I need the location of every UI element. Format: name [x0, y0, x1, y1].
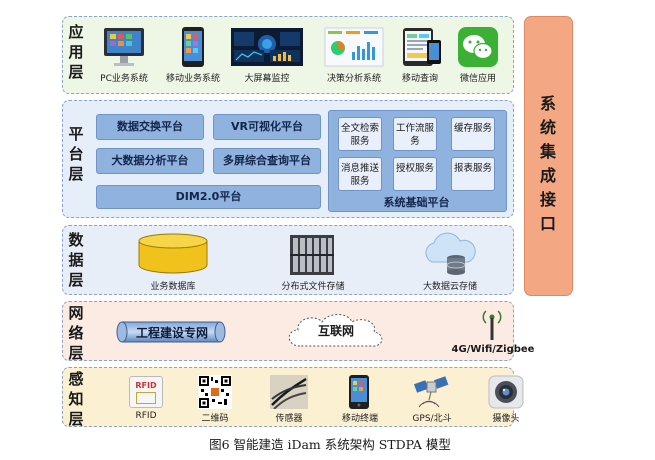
- data-item-label: 业务数据库: [150, 282, 196, 292]
- server-rack-icon: [290, 235, 334, 275]
- sensing-item-label: 传感器: [275, 414, 303, 424]
- dim-platform: DIM2.0平台: [96, 185, 321, 209]
- camera-icon: [488, 375, 524, 409]
- app-item-mobile-business: 移动业务系统: [160, 26, 226, 84]
- app-item-label: 移动业务系统: [165, 74, 220, 84]
- sensing-item-label: 移动终端: [341, 414, 378, 424]
- app-item-label: 移动查询: [401, 74, 438, 84]
- big-data-analysis-platform: 大数据分析平台: [96, 148, 204, 174]
- system-base-platform-title: 系统基础平台: [383, 196, 450, 209]
- dashboard-screen-icon: [231, 28, 303, 66]
- vr-visualization-platform: VR可视化平台: [213, 114, 321, 140]
- multi-screen-query-platform: 多屏综合查询平台: [213, 148, 321, 174]
- app-item-mobile-query: 移动查询: [392, 26, 448, 84]
- data-item-label: 分布式文件存储: [281, 282, 345, 292]
- app-item-label: 微信应用: [459, 74, 496, 84]
- app-item-decision: 决策分析系统: [318, 26, 390, 84]
- network-layer-label: 网络层: [68, 304, 84, 362]
- service-authorization: 授权服务: [393, 157, 437, 191]
- wireless-antenna-icon: [482, 310, 502, 340]
- database-icon: [138, 233, 208, 274]
- sensor-cable-icon: [270, 375, 308, 409]
- tablet-phone-icon: [403, 28, 441, 66]
- service-workflow: 工作流服务: [393, 117, 437, 151]
- service-label: 报表服务: [453, 163, 492, 174]
- service-message-push: 消息推送服务: [338, 157, 382, 191]
- service-label: 全文检索服务: [340, 123, 379, 147]
- data-exchange-platform: 数据交换平台: [96, 114, 204, 140]
- application-layer-label: 应用层: [68, 23, 84, 81]
- sensing-item-label: RFID: [135, 411, 157, 421]
- platform-layer-label: 平台层: [68, 125, 84, 183]
- sensing-item-label: 摄像头: [492, 414, 520, 424]
- service-label: 工作流服务: [395, 123, 434, 147]
- private-network-pipe-icon: [116, 321, 226, 343]
- app-item-wechat: 微信应用: [448, 26, 508, 84]
- figure-caption: 图6 智能建造 iDam 系统架构 STDPA 模型: [209, 437, 451, 452]
- sensing-item-label: GPS/北斗: [412, 414, 452, 424]
- internet-cloud-icon: [288, 314, 383, 347]
- service-label: 消息推送服务: [340, 163, 379, 187]
- data-layer-label: 数据层: [68, 231, 84, 289]
- app-item-label: 决策分析系统: [326, 74, 381, 84]
- service-label: 授权服务: [395, 163, 434, 174]
- app-item-label: 大屏幕监控: [244, 74, 290, 84]
- smartphone-icon: [182, 27, 204, 67]
- sensing-item-label: 二维码: [201, 414, 229, 424]
- service-report: 报表服务: [451, 157, 495, 191]
- app-item-pc: PC业务系统: [90, 26, 158, 84]
- service-label: 缓存服务: [453, 123, 492, 134]
- app-item-big-screen: 大屏幕监控: [226, 26, 308, 84]
- service-cache: 缓存服务: [451, 117, 495, 151]
- wireless-label: 4G/Wifi/Zigbee: [451, 344, 535, 355]
- qr-code-icon: [198, 375, 232, 409]
- system-integration-label: 系统集成接口: [539, 94, 556, 233]
- wechat-icon: [458, 27, 498, 67]
- app-item-label: PC业务系统: [100, 74, 148, 84]
- internet-label: 互联网: [317, 324, 354, 338]
- satellite-icon: [413, 376, 449, 408]
- rfid-tag-text: RFID: [135, 381, 157, 390]
- analytics-report-icon: [324, 27, 384, 67]
- monitor-icon: [104, 28, 144, 66]
- mobile-terminal-icon: [349, 375, 369, 409]
- data-item-label: 大数据云存储: [422, 282, 477, 292]
- rfid-tag-icon: RFID: [129, 376, 163, 408]
- private-network-label: 工程建设专网: [135, 326, 208, 340]
- system-integration-interface: [524, 16, 573, 296]
- service-full-text-search: 全文检索服务: [338, 117, 382, 151]
- cloud-storage-icon: [425, 232, 476, 275]
- sensing-layer-label: 感知层: [68, 370, 84, 428]
